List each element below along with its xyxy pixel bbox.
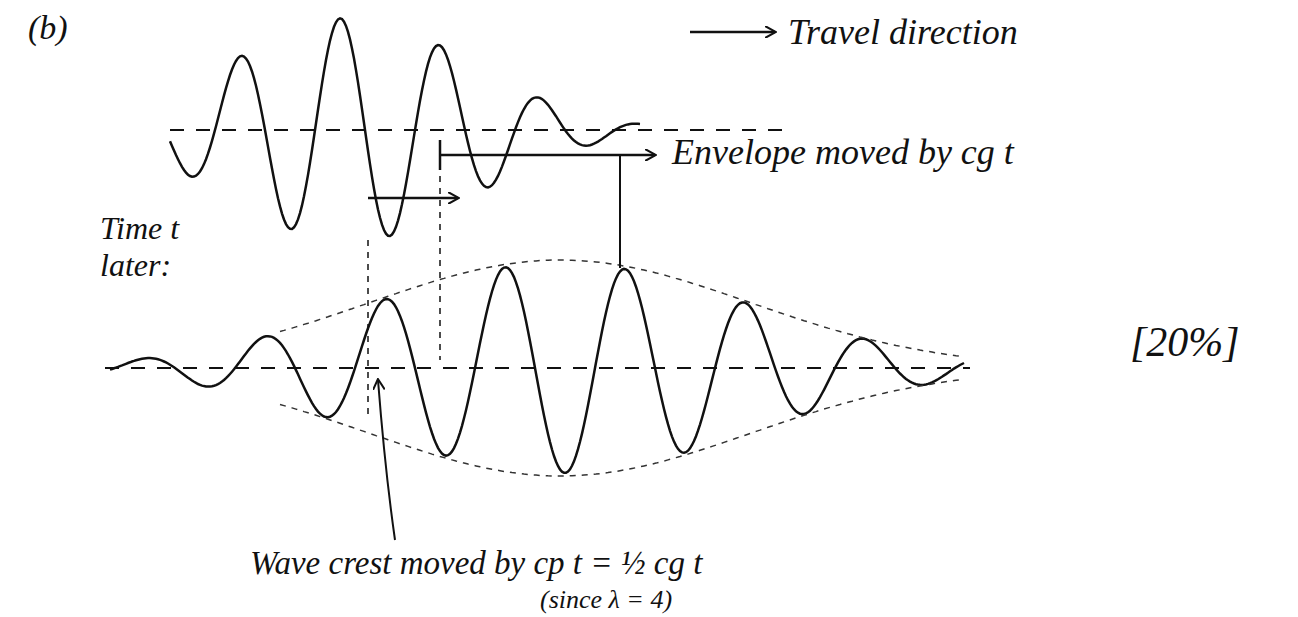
tick [439, 140, 442, 170]
wave-packet [110, 267, 964, 473]
guide-line [367, 240, 369, 420]
wave-packet [170, 18, 640, 236]
envelope [280, 260, 964, 357]
annotation-label: Envelope moved by cg t [672, 132, 1014, 173]
guide-line [439, 140, 441, 360]
baseline [170, 129, 790, 131]
crest-shift-arrow [368, 197, 458, 200]
annotation-label: [20%] [1130, 318, 1240, 366]
annotation-label: (b) [28, 8, 68, 47]
leader-arrow [378, 380, 395, 540]
annotation-label: Travel direction [788, 12, 1018, 53]
envelope-shift-arrow [440, 154, 655, 157]
tick [619, 155, 621, 268]
direction-arrow [690, 31, 775, 34]
annotation-label: (since λ = 4) [540, 585, 672, 615]
annotation-label: Wave crest moved by cp t = ½ cg t [250, 545, 702, 583]
annotation-label: Time t later: [100, 210, 230, 284]
